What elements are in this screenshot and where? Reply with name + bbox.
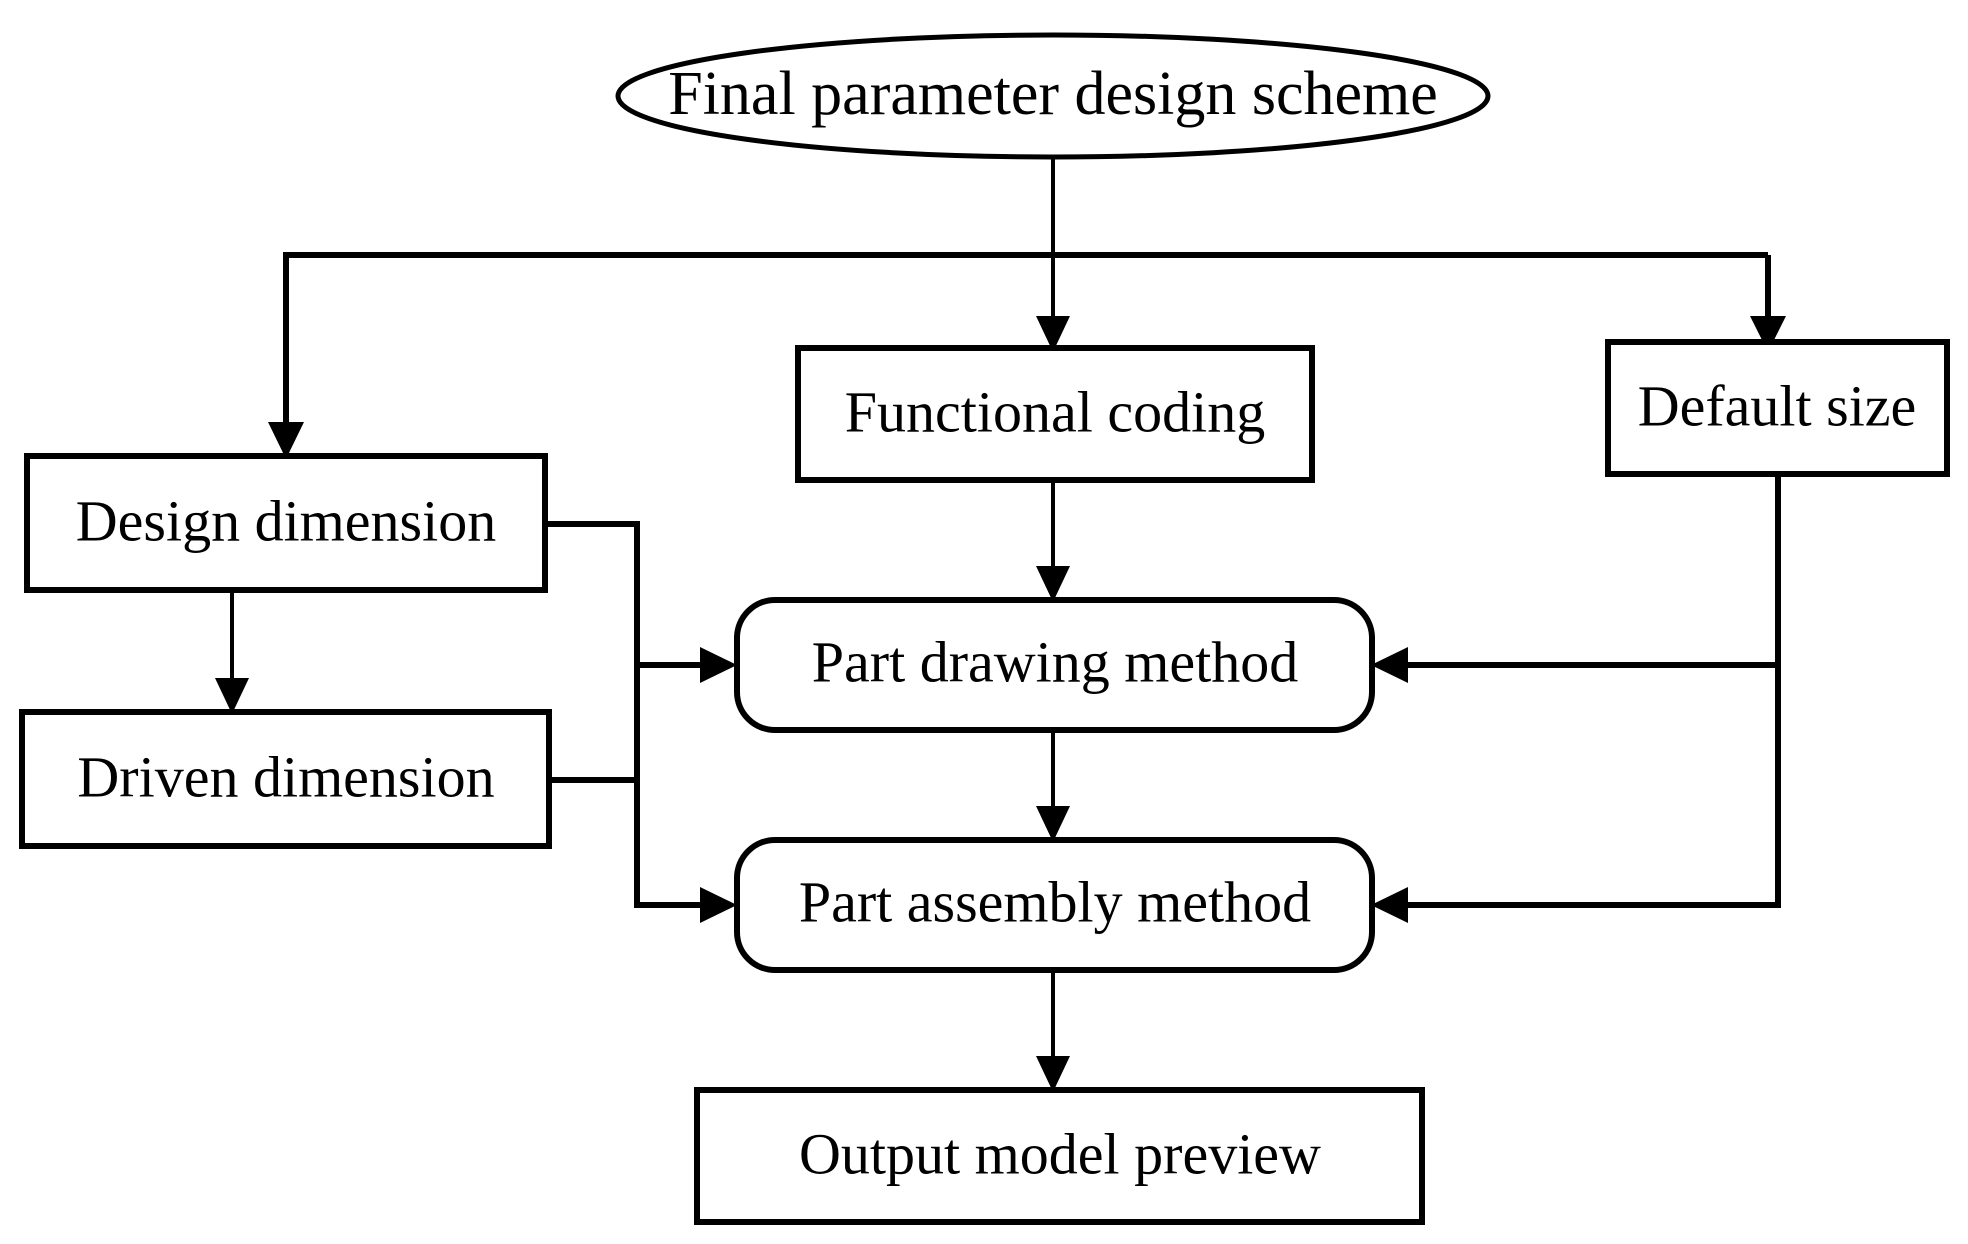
arrowhead-part-assembly-top bbox=[1036, 806, 1070, 842]
arrowhead-default-size bbox=[1750, 316, 1786, 352]
ellipse-shape bbox=[615, 32, 1491, 160]
rect-shape bbox=[24, 453, 548, 593]
arrowhead-part-drawing-top bbox=[1036, 566, 1070, 602]
rounded-rect-shape bbox=[734, 837, 1375, 973]
arrowhead-part-assembly-right bbox=[1371, 887, 1408, 923]
rounded-rect-shape bbox=[734, 597, 1375, 733]
node-label-driven-dimension: Driven dimension bbox=[77, 744, 494, 809]
arrowhead-output-model-preview bbox=[1036, 1056, 1070, 1092]
node-label-output-model-preview: Output model preview bbox=[799, 1121, 1321, 1186]
rect-shape bbox=[1605, 339, 1950, 477]
node-label-part-assembly-method: Part assembly method bbox=[799, 869, 1311, 934]
rect-shape bbox=[19, 709, 552, 849]
node-part-assembly-method[interactable]: Part assembly method bbox=[734, 837, 1375, 973]
node-design-dimension[interactable]: Design dimension bbox=[24, 453, 548, 593]
node-driven-dimension[interactable]: Driven dimension bbox=[19, 709, 552, 849]
node-output-model-preview[interactable]: Output model preview bbox=[694, 1087, 1425, 1225]
node-part-drawing-method[interactable]: Part drawing method bbox=[734, 597, 1375, 733]
arrowhead-functional-coding bbox=[1036, 316, 1070, 352]
node-functional-coding[interactable]: Functional coding bbox=[795, 345, 1315, 483]
arrowhead-design-dimension bbox=[268, 422, 304, 459]
rect-shape bbox=[694, 1087, 1425, 1225]
arrowhead-part-drawing-right bbox=[1371, 647, 1408, 683]
rect-shape bbox=[795, 345, 1315, 483]
node-default-size[interactable]: Default size bbox=[1605, 339, 1950, 477]
node-label-part-drawing-method: Part drawing method bbox=[812, 629, 1298, 694]
node-label-final-parameter-design-scheme: Final parameter design scheme bbox=[668, 60, 1438, 128]
node-label-design-dimension: Design dimension bbox=[76, 488, 496, 553]
arrowhead-driven-dimension bbox=[215, 678, 249, 714]
arrowhead-part-assembly-left bbox=[700, 887, 737, 923]
node-final-parameter-design-scheme[interactable]: Final parameter design scheme bbox=[615, 32, 1491, 160]
node-label-functional-coding: Functional coding bbox=[845, 379, 1265, 444]
arrowhead-part-drawing-left bbox=[700, 647, 737, 683]
node-label-default-size: Default size bbox=[1638, 373, 1917, 438]
